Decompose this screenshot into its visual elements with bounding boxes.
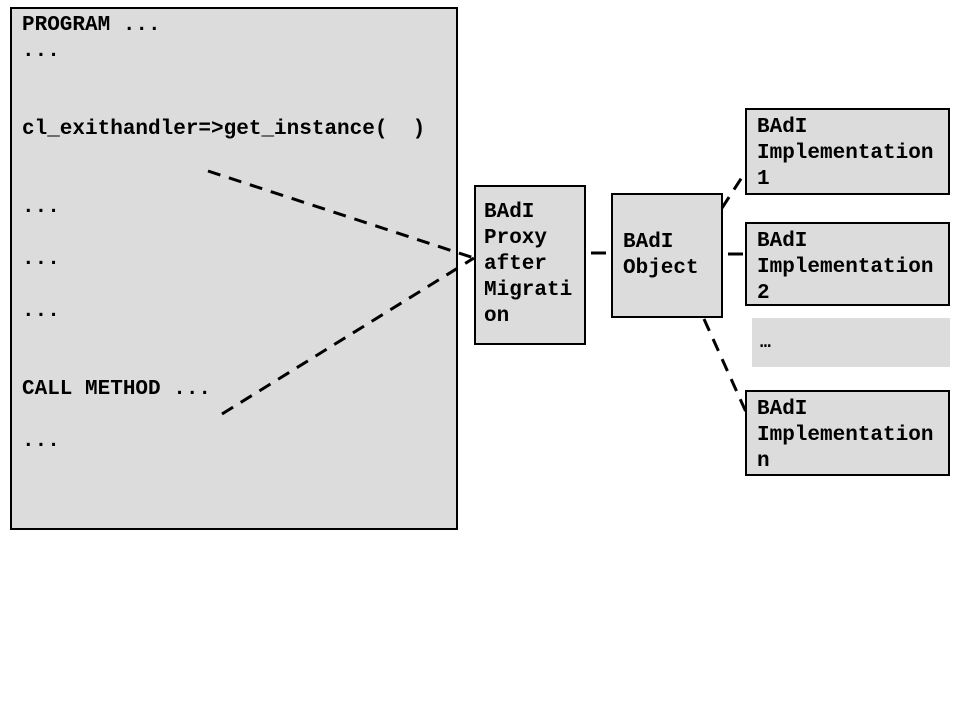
- badi-proxy-box: BAdI Proxy after Migrati on: [474, 185, 586, 345]
- badi-implementation-n-label-line: Implementation: [757, 424, 934, 447]
- badi-implementation-2-label-line: 2: [757, 282, 770, 305]
- program-code-text: PROGRAM ... ... cl_exithandler=>get_inst…: [22, 14, 426, 453]
- badi-proxy-label-line: BAdI: [484, 201, 535, 224]
- badi-implementation-n-label-line: BAdI: [757, 398, 808, 421]
- connector-object-to-implementation-1: [720, 170, 748, 209]
- badi-implementation-n-label-line: n: [757, 450, 770, 473]
- badi-implementation-2-label-line: BAdI: [757, 230, 808, 253]
- badi-object-label-line: Object: [623, 256, 699, 280]
- more-implementations-box: …: [752, 318, 950, 367]
- badi-implementation-1-box: BAdI Implementation 1: [745, 108, 950, 195]
- connector-object-to-implementation-n: [702, 318, 748, 413]
- more-implementations-label: …: [760, 332, 771, 353]
- badi-proxy-label-line: Migrati: [484, 279, 573, 302]
- badi-implementation-1-label-line: 1: [757, 168, 770, 191]
- badi-implementation-n-box: BAdI Implementation n: [745, 390, 950, 476]
- badi-proxy-label-line: after: [484, 253, 548, 276]
- badi-implementation-1-label-line: BAdI: [757, 116, 808, 139]
- badi-implementation-1-label-line: Implementation: [757, 142, 934, 165]
- badi-proxy-label-line: on: [484, 305, 510, 328]
- badi-implementation-2-box: BAdI Implementation 2: [745, 222, 950, 306]
- program-code-box: PROGRAM ... ... cl_exithandler=>get_inst…: [10, 7, 458, 530]
- badi-implementation-2-label-line: Implementation: [757, 256, 934, 279]
- badi-object-label-line: BAdI: [623, 230, 674, 254]
- badi-object-box: BAdI Object: [611, 193, 723, 318]
- badi-proxy-label-line: Proxy: [484, 227, 548, 250]
